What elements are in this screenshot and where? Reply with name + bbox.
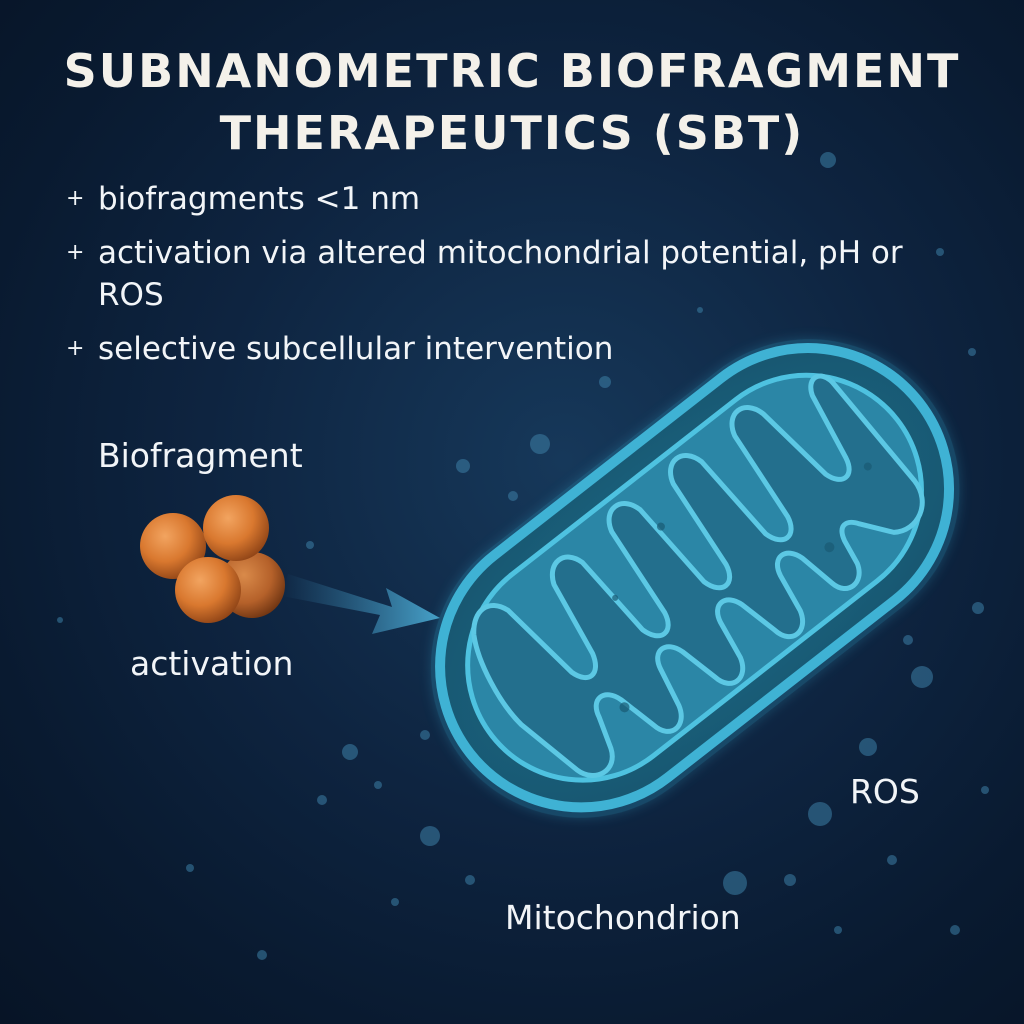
list-item-text: biofragments <1 nm — [98, 181, 421, 217]
biofragment-label: Biofragment — [98, 436, 303, 475]
title-line-1: SUBNANOMETRIC BIOFRAGMENT — [63, 44, 961, 98]
mitochondrion-illustration — [430, 339, 960, 818]
feature-list: + biofragments <1 nm + activation via al… — [66, 178, 946, 382]
page-title: SUBNANOMETRIC BIOFRAGMENT THERAPEUTICS (… — [0, 40, 1024, 164]
list-item-text: selective subcellular intervention — [98, 331, 614, 367]
list-item: + activation via altered mitochondrial p… — [66, 232, 946, 316]
mitochondrion-label: Mitochondrion — [505, 898, 741, 937]
list-item: + selective subcellular intervention — [66, 328, 946, 370]
title-line-2: THERAPEUTICS (SBT) — [219, 106, 805, 160]
list-item-text: activation via altered mitochondrial pot… — [98, 235, 903, 313]
ros-label: ROS — [850, 772, 920, 811]
plus-marker-icon: + — [66, 240, 85, 265]
plus-marker-icon: + — [66, 336, 85, 361]
plus-marker-icon: + — [66, 186, 85, 211]
arrow-right-icon — [282, 574, 440, 634]
activation-label: activation — [130, 644, 294, 683]
biofragment-cluster — [140, 495, 285, 623]
list-item: + biofragments <1 nm — [66, 178, 946, 220]
